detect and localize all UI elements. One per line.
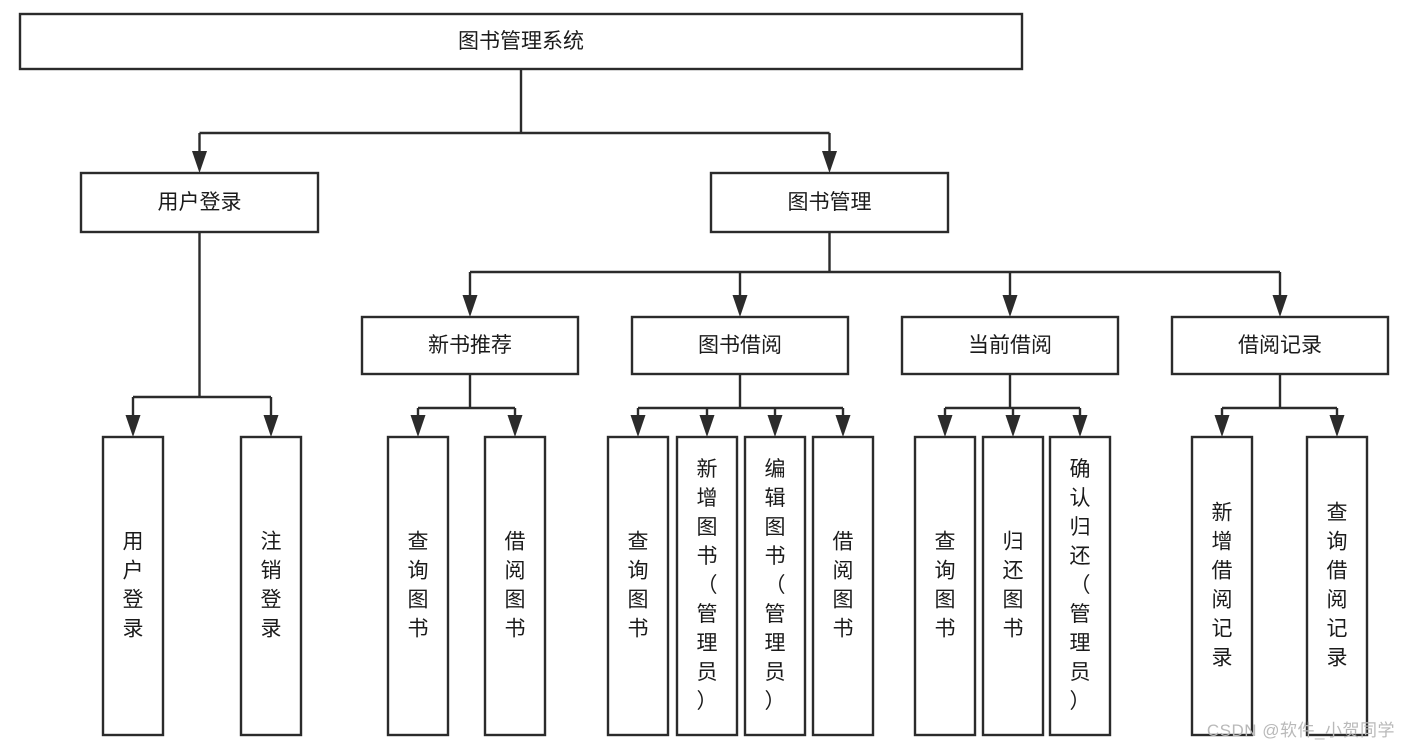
node-label-borrow-record: 借阅记录	[1238, 334, 1322, 357]
node-label-book-management: 图书管理	[788, 191, 872, 214]
node-leaf-query-book-3[interactable]: 查询图书	[913, 435, 977, 737]
node-leaf-add-borrow-record[interactable]: 新增借阅记录	[1190, 435, 1254, 737]
node-box-root[interactable]	[18, 12, 1024, 71]
node-box-leaf-query-book-3[interactable]	[913, 435, 977, 737]
node-box-leaf-confirm-return[interactable]	[1048, 435, 1112, 737]
node-new-book-recommend[interactable]: 新书推荐	[360, 315, 580, 376]
edge-record-to-leaves	[1214, 374, 1345, 437]
node-leaf-confirm-return[interactable]: 确认归还（管理员）	[1048, 435, 1112, 737]
node-label-leaf-borrow-book-2: 借阅图书	[833, 530, 854, 640]
edge-userlogin-to-leaves	[125, 232, 279, 437]
node-box-leaf-query-borrow-record[interactable]	[1305, 435, 1369, 737]
node-box-leaf-return-book[interactable]	[981, 435, 1045, 737]
node-label-leaf-query-book-3: 查询图书	[935, 530, 956, 640]
node-leaf-logout-login[interactable]: 注销登录	[239, 435, 303, 737]
node-label-leaf-add-borrow-record: 新增借阅记录	[1212, 501, 1233, 669]
node-leaf-borrow-book-2[interactable]: 借阅图书	[811, 435, 875, 737]
node-layer: 图书管理系统用户登录图书管理新书推荐图书借阅当前借阅借阅记录用户登录注销登录查询…	[18, 12, 1390, 737]
node-box-user-login[interactable]	[79, 171, 320, 234]
connector-layer	[125, 69, 1345, 437]
edge-bookmgmt-to-level3	[462, 232, 1288, 317]
node-box-book-borrow[interactable]	[630, 315, 850, 376]
node-leaf-user-login[interactable]: 用户登录	[101, 435, 165, 737]
node-box-leaf-user-login[interactable]	[101, 435, 165, 737]
node-label-leaf-user-login: 用户登录	[123, 530, 144, 640]
node-leaf-add-book[interactable]: 新增图书（管理员）	[675, 435, 739, 737]
node-leaf-query-book-2[interactable]: 查询图书	[606, 435, 670, 737]
node-leaf-edit-book[interactable]: 编辑图书（管理员）	[743, 435, 807, 737]
node-leaf-query-borrow-record[interactable]: 查询借阅记录	[1305, 435, 1369, 737]
edge-recommend-to-leaves	[410, 374, 523, 437]
node-label-new-book-recommend: 新书推荐	[428, 334, 512, 357]
node-borrow-record[interactable]: 借阅记录	[1170, 315, 1390, 376]
node-book-management[interactable]: 图书管理	[709, 171, 950, 234]
node-box-leaf-query-book-2[interactable]	[606, 435, 670, 737]
node-label-current-borrow: 当前借阅	[968, 334, 1052, 357]
node-label-leaf-logout-login: 注销登录	[261, 530, 282, 640]
node-label-leaf-add-book: 新增图书（管理员）	[697, 458, 718, 713]
node-current-borrow[interactable]: 当前借阅	[900, 315, 1120, 376]
node-label-leaf-query-book-1: 查询图书	[408, 530, 429, 640]
node-box-leaf-borrow-book-2[interactable]	[811, 435, 875, 737]
node-label-leaf-query-borrow-record: 查询借阅记录	[1327, 501, 1348, 669]
node-box-leaf-borrow-book-1[interactable]	[483, 435, 547, 737]
node-label-leaf-query-book-2: 查询图书	[628, 530, 649, 640]
node-book-borrow[interactable]: 图书借阅	[630, 315, 850, 376]
node-label-root: 图书管理系统	[458, 30, 584, 53]
edge-root-to-level2	[192, 69, 837, 173]
node-root[interactable]: 图书管理系统	[18, 12, 1024, 71]
node-box-current-borrow[interactable]	[900, 315, 1120, 376]
node-leaf-query-book-1[interactable]: 查询图书	[386, 435, 450, 737]
node-box-book-management[interactable]	[709, 171, 950, 234]
node-box-leaf-add-book[interactable]	[675, 435, 739, 737]
node-label-leaf-edit-book: 编辑图书（管理员）	[765, 458, 786, 713]
node-label-leaf-borrow-book-1: 借阅图书	[505, 530, 526, 640]
edge-current-to-leaves	[937, 374, 1088, 437]
node-user-login[interactable]: 用户登录	[79, 171, 320, 234]
edge-borrow-to-leaves	[630, 374, 851, 437]
node-box-leaf-query-book-1[interactable]	[386, 435, 450, 737]
node-leaf-borrow-book-1[interactable]: 借阅图书	[483, 435, 547, 737]
node-box-borrow-record[interactable]	[1170, 315, 1390, 376]
node-label-book-borrow: 图书借阅	[698, 334, 782, 357]
node-leaf-return-book[interactable]: 归还图书	[981, 435, 1045, 737]
node-label-leaf-return-book: 归还图书	[1003, 530, 1024, 640]
node-label-leaf-confirm-return: 确认归还（管理员）	[1070, 458, 1091, 713]
node-box-leaf-edit-book[interactable]	[743, 435, 807, 737]
node-label-user-login: 用户登录	[158, 191, 242, 214]
node-box-leaf-logout-login[interactable]	[239, 435, 303, 737]
node-box-new-book-recommend[interactable]	[360, 315, 580, 376]
node-box-leaf-add-borrow-record[interactable]	[1190, 435, 1254, 737]
